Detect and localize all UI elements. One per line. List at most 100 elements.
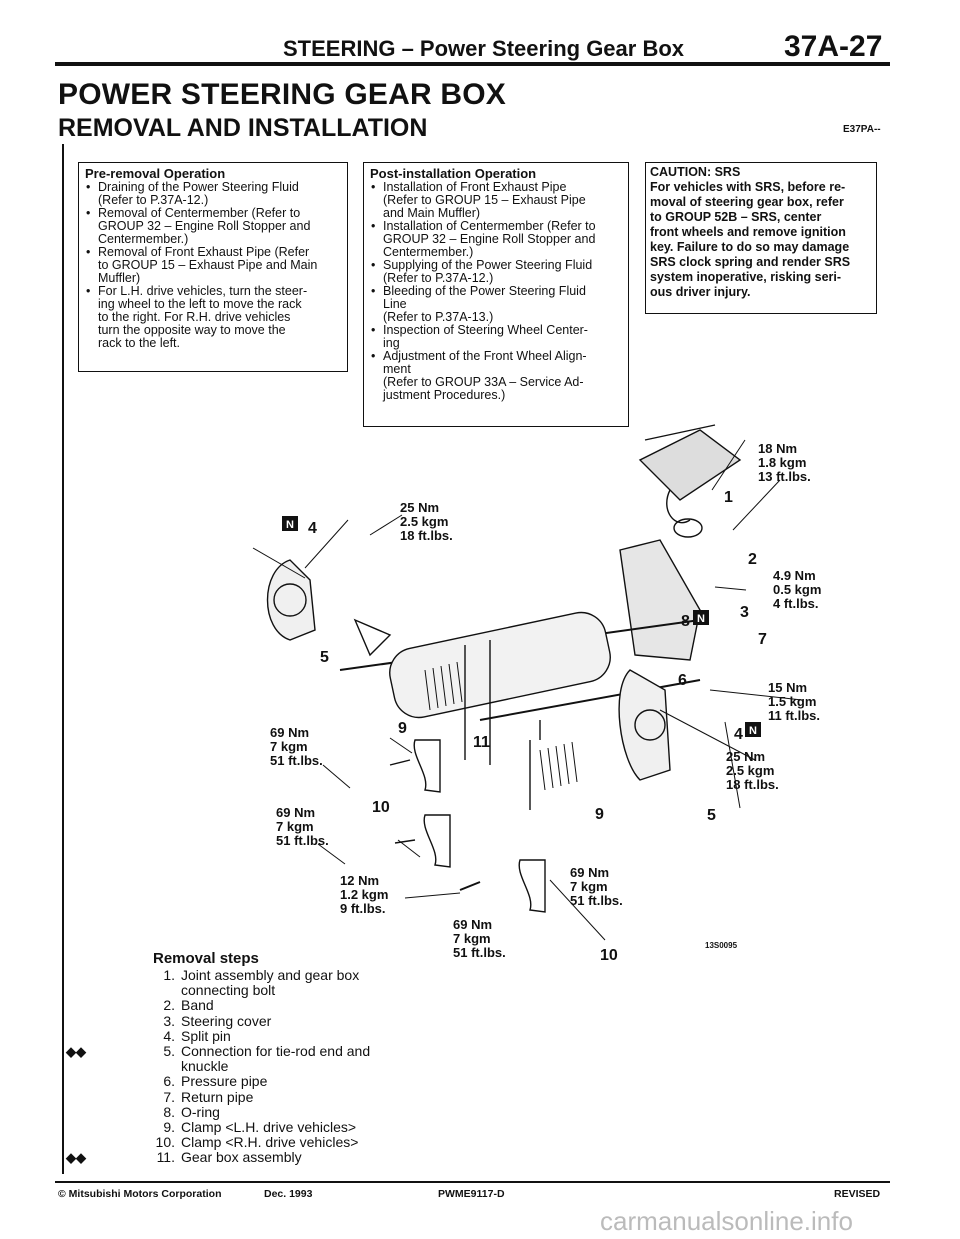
step-number: 9. — [163, 1119, 175, 1136]
svg-text:N: N — [286, 519, 294, 531]
top-rule — [55, 62, 890, 66]
item-line: Bleeding of the Power Steering Fluid — [383, 284, 586, 298]
callout-3: 3 — [740, 604, 749, 621]
step-text: Joint assembly and gear box — [181, 967, 360, 983]
step-number: 7. — [163, 1088, 175, 1105]
knuckle-right-shape — [618, 669, 671, 781]
steering-cover-shape — [619, 539, 701, 661]
item-line: Centermember.) — [383, 245, 474, 259]
step-number: 8. — [163, 1103, 175, 1120]
callout-10-bottom: 10 — [600, 947, 618, 964]
post-installation-item: Installation of Centermember (Refer toGR… — [370, 220, 622, 259]
step-text: connecting bolt — [181, 982, 276, 999]
step-text: knuckle — [181, 1058, 229, 1075]
removal-step: 3.Steering cover — [155, 1013, 415, 1029]
item-line: GROUP 32 – Engine Roll Stopper and — [383, 232, 596, 246]
caution-line: key. Failure to do so may damage — [650, 240, 850, 254]
caution-line: front wheels and remove ignition — [650, 225, 846, 239]
removal-step: 2.Band — [155, 998, 415, 1013]
section-header: STEERING – Power Steering Gear Box — [283, 36, 685, 61]
removal-step: 8. O-ring — [155, 1103, 415, 1120]
post-installation-box: Post-installation Operation Installation… — [363, 162, 629, 427]
callout-9-right: 9 — [595, 806, 604, 823]
step-number: 10. — [155, 1134, 175, 1151]
step-number: 4. — [163, 1027, 175, 1044]
step-text: Gear box assembly — [181, 1149, 302, 1166]
section-subtitle: REMOVAL AND INSTALLATION — [58, 114, 428, 142]
item-line: to GROUP 15 – Exhaust Pipe and Main — [98, 258, 318, 272]
removal-step: 9.Clamp <L.H. drive vehicles> — [155, 1119, 415, 1136]
item-line: Installation of Centermember (Refer to — [383, 219, 596, 233]
caution-line: ous driver injury. — [650, 285, 751, 299]
post-installation-item: Supplying of the Power Steering Fluid(Re… — [370, 259, 622, 285]
callout-10-left: 10 — [372, 799, 390, 816]
item-line: Adjustment of the Front Wheel Align- — [383, 349, 587, 363]
post-installation-list: Installation of Front Exhaust Pipe(Refer… — [370, 181, 622, 402]
item-line: rack to the left. — [98, 336, 180, 350]
svg-text:N: N — [749, 725, 757, 737]
pre-removal-item: Draining of the Power Steering Fluid(Ref… — [85, 181, 341, 207]
svg-text:N: N — [697, 613, 705, 625]
post-installation-item: Bleeding of the Power Steering FluidLine… — [370, 285, 622, 324]
step-text: Pressure pipe — [181, 1073, 268, 1090]
installation-mark-icons: N N N — [282, 516, 761, 737]
bottom-rule — [55, 1181, 890, 1183]
step-number: 11. — [156, 1149, 175, 1166]
item-line: (Refer to P.37A-12.) — [383, 271, 494, 285]
callout-9-left: 9 — [398, 720, 407, 737]
n-mark-icon-8 — [693, 610, 709, 625]
callout-5-left: 5 — [320, 649, 329, 666]
step-text: Clamp <R.H. drive vehicles> — [181, 1134, 359, 1151]
n-mark-icon-top — [282, 516, 298, 531]
leader-lines — [252, 439, 803, 941]
callout-6: 6 — [678, 672, 687, 689]
margin-rule — [62, 144, 64, 1174]
caution-line: CAUTION: SRS — [650, 165, 741, 179]
removal-step: 10. Clamp <R.H. drive vehicles> — [155, 1135, 415, 1150]
step-number: 6. — [163, 1073, 175, 1090]
callout-5-right: 5 — [707, 807, 716, 824]
item-line: Line — [383, 297, 407, 311]
step-text: Split pin — [181, 1027, 231, 1044]
step-text: Band — [181, 997, 214, 1014]
callout-7: 7 — [758, 631, 767, 648]
boot-bellows — [424, 661, 578, 791]
step-text: Connection for tie-rod end and — [181, 1043, 371, 1060]
item-line: Draining of the Power Steering Fluid — [98, 180, 299, 194]
item-line: to the right. For R.H. drive vehicles — [98, 310, 291, 324]
removal-step: 7.Return pipe — [155, 1088, 415, 1105]
footer-copyright: © Mitsubishi Motors Corporation — [58, 1188, 222, 1200]
callout-4-top: 4 — [308, 520, 317, 537]
item-line: (Refer to P.37A-13.) — [383, 310, 494, 324]
callout-1: 1 — [724, 489, 733, 506]
n-mark-icon-4 — [745, 722, 761, 737]
item-line: ing wheel to the left to move the rack — [98, 297, 302, 311]
post-installation-item: Inspection of Steering Wheel Center-ing — [370, 324, 622, 350]
caution-line: SRS clock spring and render SRS — [650, 255, 851, 269]
post-installation-item: Adjustment of the Front Wheel Align-ment… — [370, 350, 622, 402]
item-line: Muffler) — [98, 271, 141, 285]
pre-removal-box: Pre-removal Operation Draining of the Po… — [78, 162, 348, 372]
doc-code: E37PA-- — [843, 124, 881, 135]
item-line: and Main Muffler) — [383, 206, 481, 220]
step-text: O-ring — [181, 1103, 220, 1120]
removal-steps-heading: Removal steps — [153, 950, 259, 967]
item-line: Removal of Centermember (Refer to — [98, 206, 301, 220]
item-line: ment — [383, 362, 411, 376]
removal-step: 4. Split pin — [155, 1027, 415, 1044]
steering-shaft-shape — [638, 429, 742, 501]
item-line: For L.H. drive vehicles, turn the steer- — [98, 284, 308, 298]
pre-removal-item: For L.H. drive vehicles, turn the steer-… — [85, 285, 341, 350]
step-number: 5. — [163, 1043, 175, 1060]
callout-11: 11 — [473, 734, 490, 751]
step-number: 1. — [163, 967, 175, 983]
pre-removal-heading: Pre-removal Operation — [85, 166, 226, 181]
